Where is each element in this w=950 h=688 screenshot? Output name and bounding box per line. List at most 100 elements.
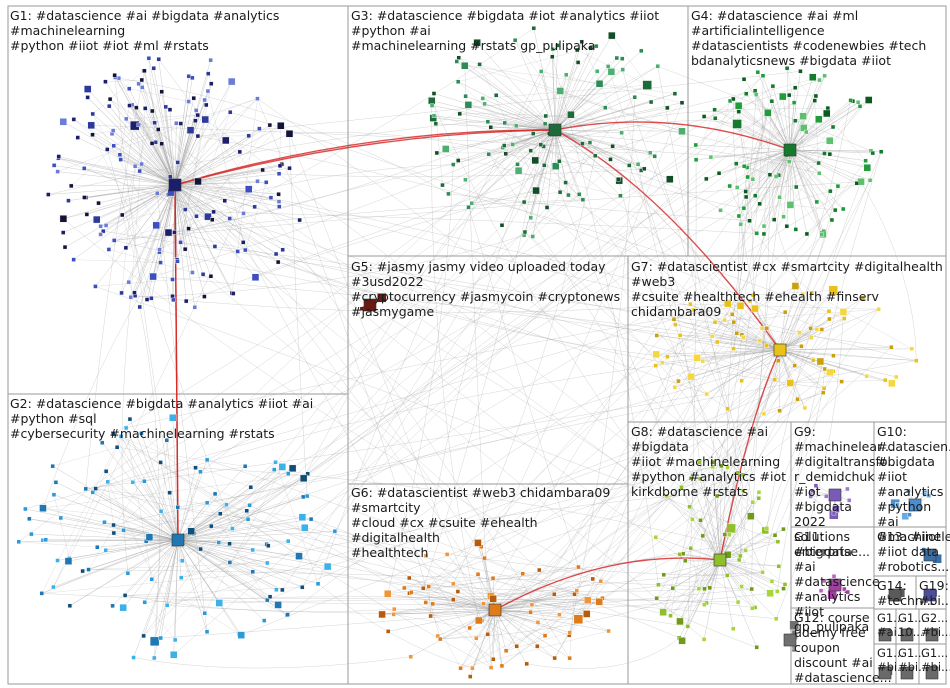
node — [564, 181, 568, 185]
node — [719, 208, 723, 212]
node — [702, 637, 706, 641]
node — [822, 386, 826, 390]
node — [581, 198, 585, 202]
group-label-g17: G2... #bi... — [921, 611, 947, 639]
node — [713, 116, 717, 120]
node — [737, 558, 741, 562]
node — [665, 355, 669, 359]
node — [111, 604, 115, 608]
node — [777, 564, 781, 568]
node — [467, 205, 471, 209]
node — [286, 472, 290, 476]
node — [296, 553, 303, 560]
node — [792, 101, 796, 105]
node — [442, 145, 449, 152]
node — [72, 258, 76, 262]
node — [204, 103, 208, 107]
node — [814, 94, 818, 98]
node — [823, 74, 827, 78]
node — [147, 56, 151, 60]
node — [230, 526, 234, 530]
node — [787, 93, 791, 97]
node — [183, 208, 187, 212]
node — [758, 202, 762, 206]
node — [266, 544, 270, 548]
node — [539, 69, 543, 73]
node — [740, 379, 744, 383]
node — [822, 152, 826, 156]
node — [251, 548, 255, 552]
node — [274, 252, 278, 256]
node — [187, 100, 191, 104]
node — [236, 249, 240, 253]
node — [715, 340, 719, 344]
node — [402, 586, 406, 590]
node — [112, 144, 116, 148]
node — [431, 602, 435, 606]
node — [168, 108, 172, 112]
node — [124, 117, 128, 121]
node — [277, 200, 281, 204]
node — [268, 595, 272, 599]
node — [205, 501, 209, 505]
node — [201, 272, 205, 276]
node — [732, 347, 736, 351]
node — [756, 70, 760, 74]
node — [91, 133, 95, 137]
node — [142, 69, 146, 73]
node — [107, 104, 111, 108]
node — [654, 364, 658, 368]
node — [568, 631, 572, 635]
node — [299, 514, 306, 521]
node — [461, 62, 468, 69]
node — [735, 185, 739, 189]
node — [456, 590, 460, 594]
node — [127, 87, 131, 91]
node — [830, 218, 834, 222]
group-label-g4: G4: #datascience #ai #ml #artificialinte… — [691, 8, 946, 68]
node — [599, 579, 603, 583]
node — [800, 113, 807, 120]
node — [165, 603, 169, 607]
node — [655, 596, 659, 600]
node — [286, 539, 290, 543]
node — [694, 158, 698, 162]
node — [761, 74, 765, 78]
node — [146, 534, 153, 541]
node — [653, 351, 660, 358]
node — [773, 378, 777, 382]
node — [738, 554, 742, 558]
node — [193, 119, 197, 123]
node — [277, 172, 281, 176]
node — [56, 170, 60, 174]
node — [305, 494, 309, 498]
node — [428, 97, 435, 104]
node — [701, 359, 705, 363]
node — [764, 109, 771, 116]
node — [446, 192, 450, 196]
node — [316, 582, 320, 586]
node — [817, 161, 821, 165]
node — [865, 374, 869, 378]
node — [783, 582, 787, 586]
node — [726, 407, 730, 411]
node — [60, 215, 67, 222]
node — [761, 570, 765, 574]
node — [888, 380, 895, 387]
node — [69, 184, 73, 188]
node — [727, 533, 731, 537]
node — [245, 509, 249, 513]
node — [468, 675, 472, 679]
node — [818, 78, 822, 82]
node — [120, 604, 127, 611]
node — [787, 160, 791, 164]
node — [129, 295, 133, 299]
node — [134, 106, 138, 110]
node — [174, 121, 178, 125]
node — [56, 559, 60, 563]
node — [57, 155, 61, 159]
node — [474, 636, 478, 640]
node — [680, 101, 684, 105]
node — [149, 296, 153, 300]
node — [686, 624, 690, 628]
